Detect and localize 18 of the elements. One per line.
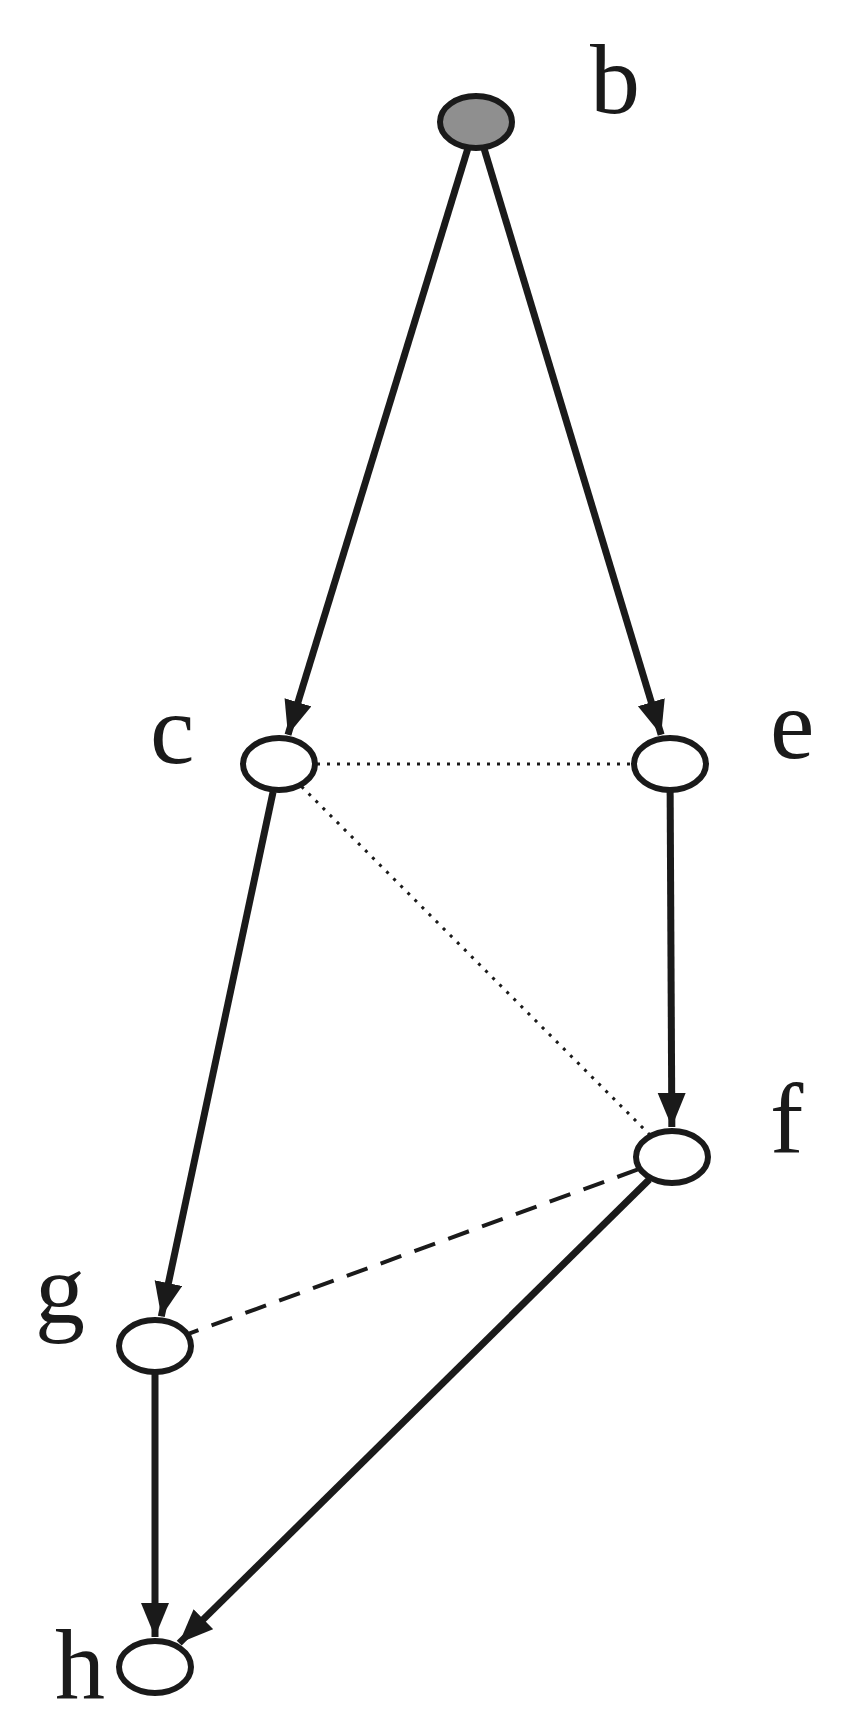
arrow xyxy=(154,790,277,1318)
connector-line xyxy=(188,1167,639,1336)
node-circle xyxy=(631,735,709,793)
node-circle xyxy=(240,735,318,793)
node-circle xyxy=(116,1317,194,1375)
arrow xyxy=(284,148,471,736)
node-label: c xyxy=(150,680,195,780)
node-circle xyxy=(116,1638,194,1696)
node-label: h xyxy=(55,1615,105,1715)
connector-line xyxy=(300,785,651,1136)
node-circle xyxy=(633,1128,711,1186)
node-label: b xyxy=(590,30,640,130)
node-circle xyxy=(437,93,515,151)
arrow xyxy=(480,148,665,736)
arrow xyxy=(176,1176,652,1646)
node-label: e xyxy=(770,675,815,775)
node-label: f xyxy=(770,1070,804,1170)
connector-line xyxy=(317,762,632,766)
